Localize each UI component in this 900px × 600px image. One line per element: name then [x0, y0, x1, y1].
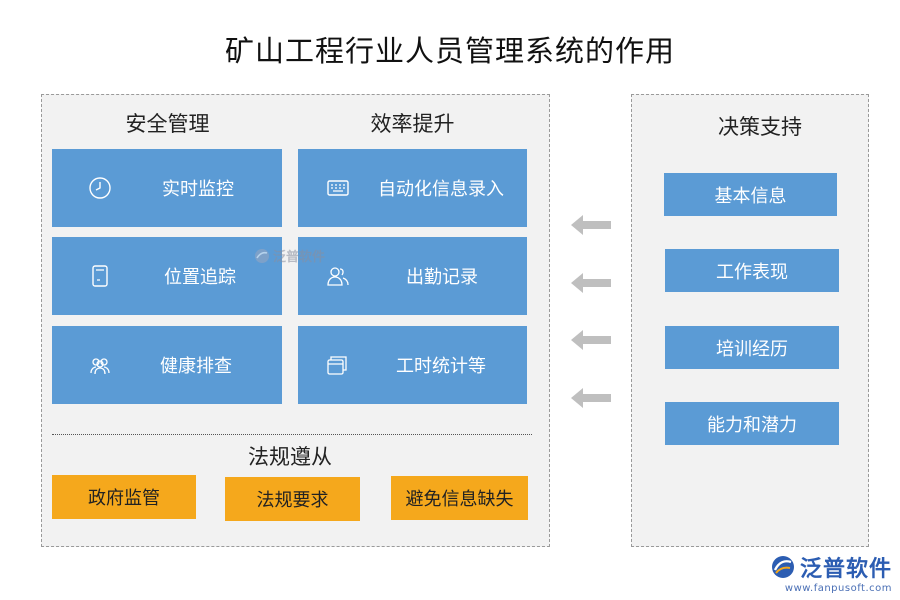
decision-heading: 决策支持	[718, 115, 802, 139]
right-panel	[631, 94, 869, 547]
decision-item-ability: 能力和潜力	[665, 402, 839, 445]
clock-icon	[89, 177, 111, 199]
compliance-item-government: 政府监管	[52, 475, 196, 519]
card-label: 实时监控	[162, 179, 234, 200]
card-label: 自动化信息录入	[378, 179, 504, 200]
brand-logo: 泛普软件 www.fanpusoft.com	[770, 551, 892, 594]
arrow-left-icon	[571, 273, 611, 293]
arrow-left-icon	[571, 215, 611, 235]
group-icon	[90, 358, 110, 375]
card-attendance: 出勤记录	[298, 237, 527, 315]
decision-item-performance: 工作表现	[665, 249, 839, 292]
users-icon	[327, 267, 349, 286]
card-hours-stats: 工时统计等	[298, 326, 527, 404]
compliance-item-regulations: 法规要求	[225, 477, 360, 521]
divider	[52, 434, 532, 435]
compliance-heading: 法规遵从	[248, 445, 332, 469]
safety-heading: 安全管理	[125, 112, 210, 136]
brand-name: 泛普软件	[799, 557, 892, 582]
compliance-item-avoid-loss: 避免信息缺失	[391, 476, 528, 520]
watermark: 泛普软件	[254, 246, 325, 265]
card-auto-entry: 自动化信息录入	[298, 149, 527, 227]
brand-logo-icon	[255, 248, 269, 263]
efficiency-heading: 效率提升	[370, 112, 455, 136]
card-label: 位置追踪	[164, 267, 236, 288]
keyboard-icon	[327, 180, 349, 196]
brand-url: www.fanpusoft.com	[784, 583, 892, 594]
arrow-left-icon	[571, 388, 611, 408]
brand-logo-icon	[771, 556, 794, 578]
card-realtime-monitor: 实时监控	[52, 149, 282, 227]
arrow-left-icon	[571, 330, 611, 350]
card-label: 健康排查	[160, 356, 232, 377]
card-location-tracking: 位置追踪	[52, 237, 282, 315]
decision-item-training: 培训经历	[665, 326, 839, 369]
windows-icon	[327, 356, 347, 375]
page-title: 矿山工程行业人员管理系统的作用	[224, 34, 675, 68]
decision-item-basic-info: 基本信息	[664, 173, 837, 216]
card-label: 工时统计等	[396, 356, 486, 377]
card-label: 出勤记录	[406, 267, 478, 288]
tablet-icon	[92, 265, 108, 287]
card-health-check: 健康排查	[52, 326, 282, 404]
